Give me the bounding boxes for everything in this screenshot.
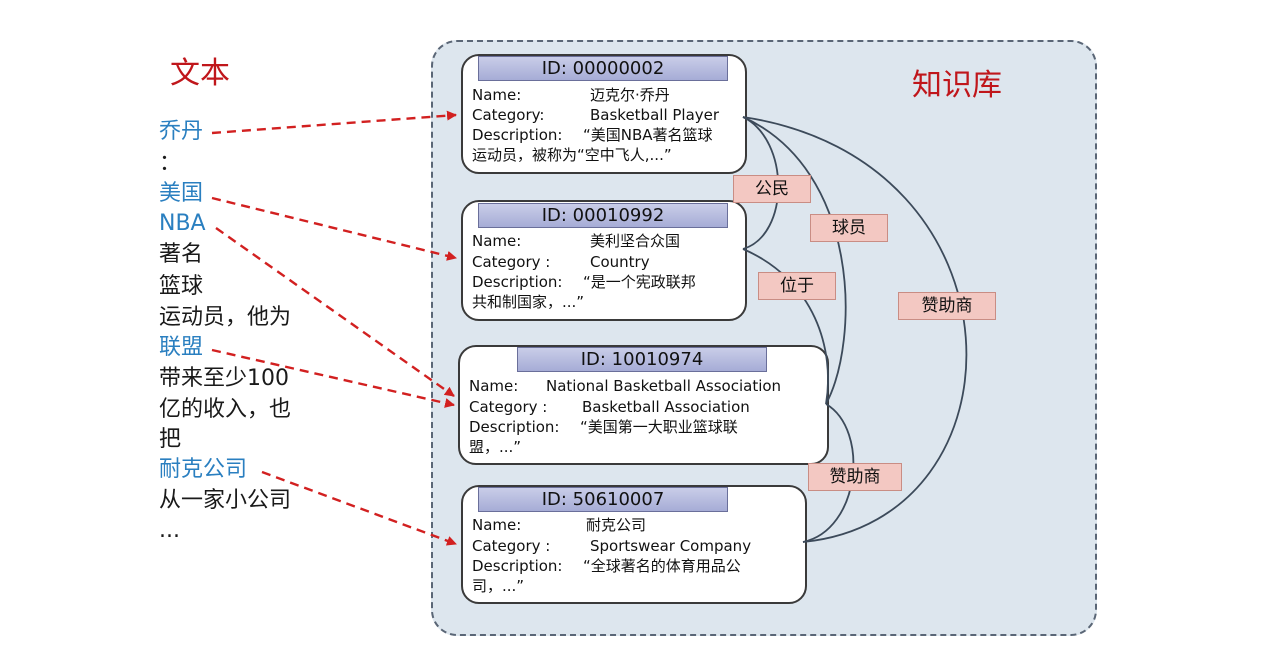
text-line-nba: NBA: [159, 211, 206, 236]
entity-name: National Basketball Association: [546, 377, 782, 395]
text-line: ...: [159, 518, 180, 543]
entity-description: “美国第一大职业篮球联: [580, 418, 738, 436]
category-label: Category :: [469, 398, 548, 416]
entity-description-cont: 司，...”: [472, 577, 525, 595]
name-label: Name:: [469, 377, 519, 395]
name-label: Name:: [472, 232, 522, 250]
text-line: 著名: [159, 242, 204, 267]
relation-edge-sponsor-jordan: [742, 116, 968, 543]
description-label: Description:: [472, 557, 563, 575]
entity-name: 美利坚合众国: [590, 232, 681, 250]
description-label: Description:: [472, 126, 563, 144]
relation-label-located: 位于: [758, 272, 836, 300]
text-line: 带来至少100: [159, 366, 289, 391]
relation-label-player: 球员: [810, 214, 888, 242]
relation-label-sponsor: 赞助商: [898, 292, 996, 320]
link-arrow-nike: [261, 470, 457, 546]
entity-description: “全球著名的体育用品公: [583, 557, 741, 575]
entity-description-cont: 盟，...”: [469, 438, 522, 456]
text-line-nike: 耐克公司: [159, 457, 248, 482]
text-line: 篮球: [159, 274, 204, 299]
entity-name: 迈克尔·乔丹: [590, 86, 670, 104]
relation-edge-located: [742, 248, 829, 405]
description-label: Description:: [472, 273, 563, 291]
text-line-usa: 美国: [159, 181, 204, 206]
text-line: 运动员，他为: [159, 305, 292, 330]
text-line-colon: ：: [159, 151, 182, 176]
entity-description: “是一个宪政联邦: [583, 273, 696, 291]
entity-category: Country: [590, 253, 650, 271]
name-label: Name:: [472, 86, 522, 104]
entity-name: 耐克公司: [586, 516, 647, 534]
text-line: 从一家小公司: [159, 488, 292, 513]
description-label: Description:: [469, 418, 560, 436]
text-line-league: 联盟: [159, 335, 204, 360]
entity-category: Basketball Association: [582, 398, 750, 416]
relation-label-citizen: 公民: [733, 175, 811, 203]
text-section-title: 文本: [170, 56, 230, 91]
text-line-jordan: 乔丹: [159, 119, 204, 144]
entity-id: ID: 50610007: [478, 487, 728, 512]
knowledge-base-title: 知识库: [912, 68, 1002, 103]
relation-label-sponsor: 赞助商: [808, 463, 902, 491]
category-label: Category:: [472, 106, 545, 124]
link-arrow-usa: [211, 196, 457, 261]
category-label: Category :: [472, 537, 551, 555]
entity-id: ID: 00000002: [478, 56, 728, 81]
entity-category: Basketball Player: [590, 106, 720, 124]
relation-edge-player: [742, 116, 847, 405]
text-line: 亿的收入，也: [159, 397, 292, 422]
link-arrow-jordan: [211, 110, 457, 135]
category-label: Category :: [472, 253, 551, 271]
entity-description: “美国NBA著名篮球: [583, 126, 713, 144]
entity-id: ID: 10010974: [517, 347, 767, 372]
entity-description-cont: 运动员，被称为“空中飞人,...”: [472, 146, 672, 164]
text-line: 把: [159, 427, 182, 452]
name-label: Name:: [472, 516, 522, 534]
entity-description-cont: 共和制国家，...”: [472, 293, 585, 311]
entity-id: ID: 00010992: [478, 203, 728, 228]
link-arrow-nba: [215, 227, 455, 397]
link-arrow-league: [211, 348, 455, 408]
entity-category: Sportswear Company: [590, 537, 752, 555]
